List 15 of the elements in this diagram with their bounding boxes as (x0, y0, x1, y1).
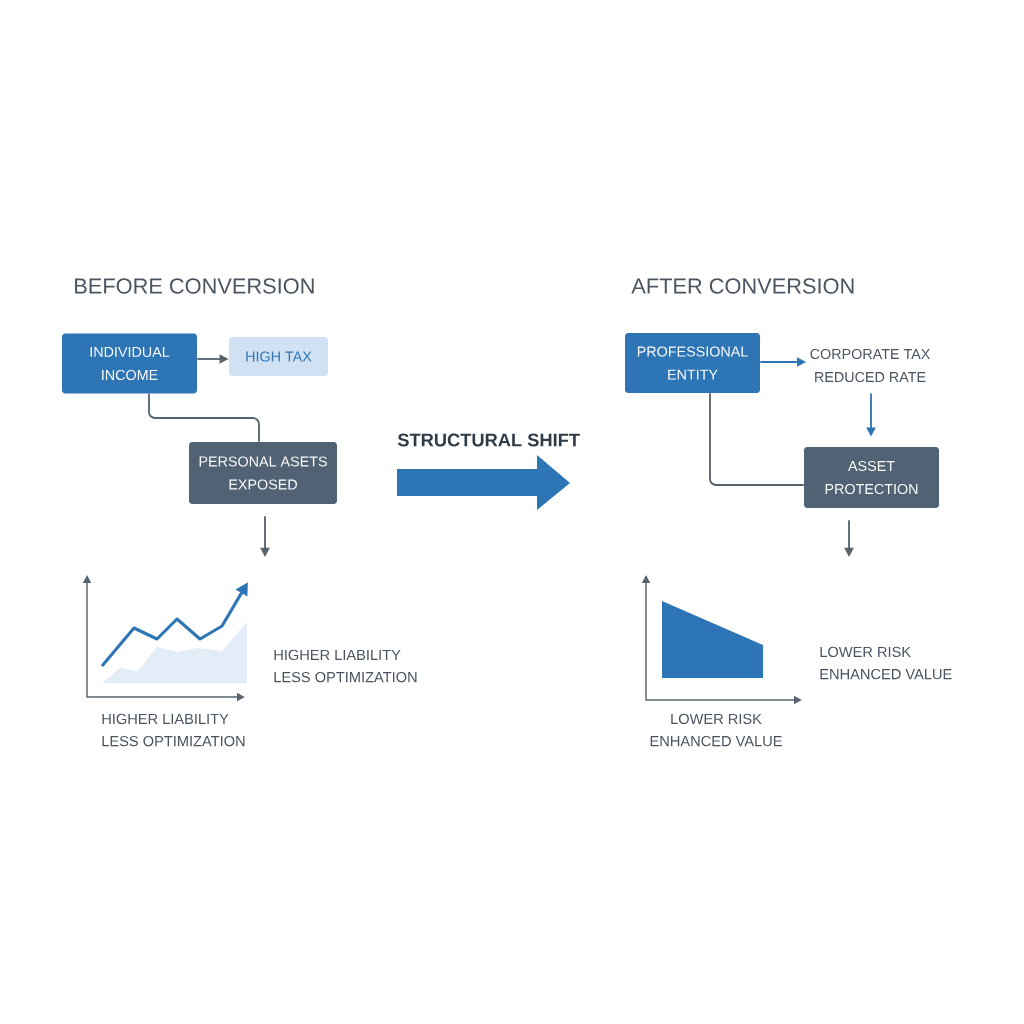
process-box: PERSONAL ASETS EXPOSED (189, 442, 337, 504)
process-box: INDIVIDUAL INCOME (62, 333, 197, 394)
result-box: HIGH TAX (229, 337, 328, 376)
arrow-caption: STRUCTURAL SHIFT (397, 433, 580, 447)
section-heading: BEFORE CONVERSION (75, 278, 314, 294)
process-box: PROFESSIONAL ENTITY (625, 333, 760, 393)
connector-line (148, 392, 260, 443)
section-heading: AFTER CONVERSION (631, 278, 854, 294)
connector-line (709, 392, 805, 486)
chart-caption: LOWER RISK ENHANCED VALUE (650, 713, 782, 747)
chart-caption: LOWER RISK ENHANCED VALUE (820, 646, 952, 680)
process-box: ASSET PROTECTION (804, 447, 939, 508)
chart-caption: HIGHER LIABILITY LESS OPTIMIZATION (274, 649, 417, 683)
chart-caption: HIGHER LIABILITY LESS OPTIMIZATION (102, 713, 245, 747)
step-text: CORPORATE TAX REDUCED RATE (810, 348, 930, 383)
